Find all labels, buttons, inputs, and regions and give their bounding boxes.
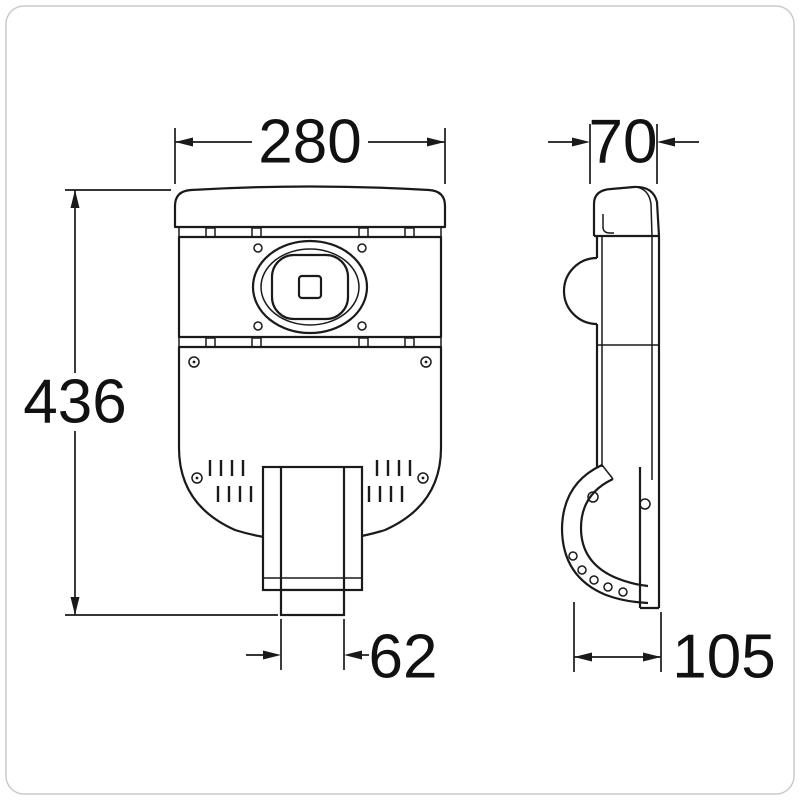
sensor-bezel-outer	[251, 239, 369, 335]
cap-tab	[404, 227, 415, 238]
sensor-screw	[253, 243, 263, 253]
screw-center	[192, 360, 196, 364]
lamp-cap-outline	[173, 185, 447, 229]
arm-pivot	[639, 498, 651, 510]
arm-hole	[587, 491, 599, 503]
sensor-bezel-inner	[260, 248, 360, 326]
mount-tube	[279, 588, 346, 617]
cap-tab	[205, 227, 216, 238]
arm-outer-curve	[560, 464, 649, 605]
side-view	[560, 185, 661, 610]
sensor-screw	[357, 321, 367, 331]
mount-bracket	[261, 465, 364, 592]
side-cap-outline	[592, 185, 661, 237]
side-cap-thickness	[635, 186, 653, 237]
screw-icon	[417, 472, 429, 484]
body-screws	[188, 356, 432, 484]
screw-center	[421, 476, 425, 480]
dimension-105: 105	[573, 602, 776, 692]
sensor-lens	[297, 274, 323, 300]
vent-slots	[208, 460, 412, 502]
cap-tab	[358, 227, 369, 238]
arm-bolt-holes	[568, 551, 628, 597]
dimension-70: 70	[548, 108, 699, 184]
dimension-280: 280	[174, 108, 446, 184]
screw-center	[195, 476, 199, 480]
sensor-dome	[562, 256, 598, 326]
dimension-label-side-width: 70	[589, 108, 658, 177]
dimension-label-total-height: 436	[23, 368, 126, 437]
sensor-window	[270, 253, 350, 321]
body-tab	[205, 337, 216, 348]
dimension-label-base-depth: 105	[672, 623, 775, 692]
dimension-62: 62	[246, 619, 437, 692]
dimension-label-mount-width: 62	[369, 623, 438, 692]
screw-icon	[191, 472, 203, 484]
front-view	[173, 185, 447, 617]
cap-tab	[251, 227, 262, 238]
body-tab	[358, 337, 369, 348]
body-tab	[404, 337, 415, 348]
screw-center	[424, 360, 428, 364]
border-frame	[5, 5, 795, 795]
dimension-label-front-width: 280	[258, 108, 361, 177]
body-tab	[251, 337, 262, 348]
screw-icon	[188, 356, 200, 368]
sensor-screw	[357, 243, 367, 253]
arm-inner-curve	[579, 478, 649, 588]
side-cap-hook	[602, 214, 614, 234]
screw-icon	[420, 356, 432, 368]
sensor-screw	[253, 321, 263, 331]
sensor-section	[177, 235, 443, 339]
dimension-436: 436	[23, 189, 278, 616]
arm-edge	[601, 464, 614, 480]
